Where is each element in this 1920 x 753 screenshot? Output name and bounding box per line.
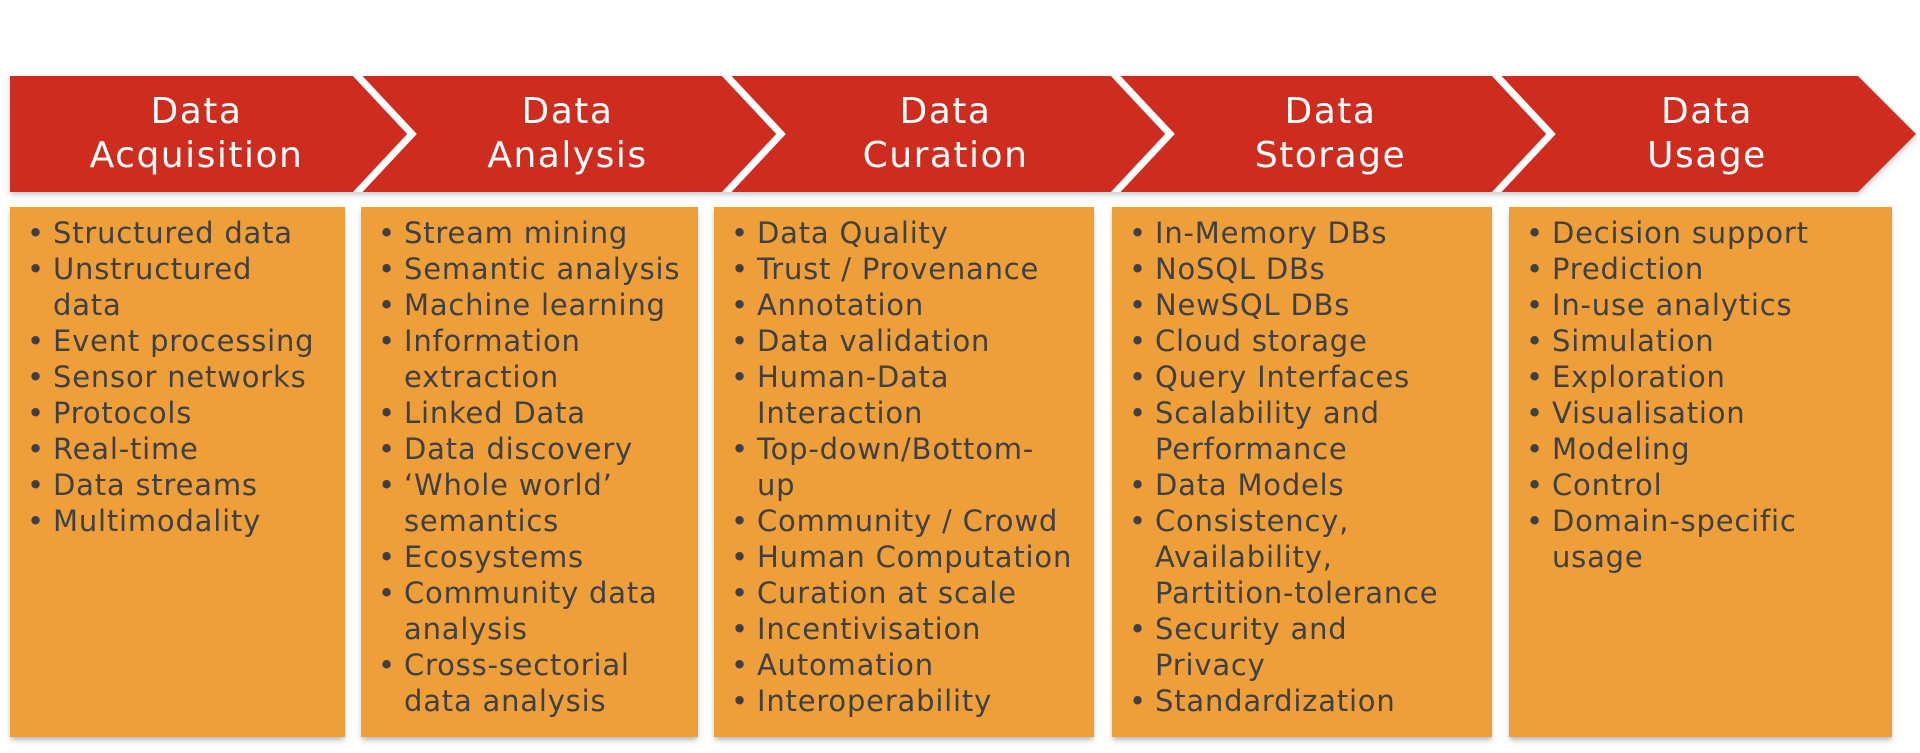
list-item: Security and Privacy <box>1126 611 1484 683</box>
list-item: Control <box>1523 467 1884 503</box>
stage-item-list: Stream miningSemantic analysisMachine le… <box>375 215 690 719</box>
list-item: Incentivisation <box>728 611 1086 647</box>
stage-header-analysis: Data Analysis <box>383 76 752 192</box>
list-item: Cloud storage <box>1126 323 1484 359</box>
list-item: Interoperability <box>728 683 1086 719</box>
list-item: Data validation <box>728 323 1086 359</box>
list-item: Simulation <box>1523 323 1884 359</box>
list-item: Visualisation <box>1523 395 1884 431</box>
stage-header-usage: Data Usage <box>1522 76 1892 192</box>
list-item: Consistency, Availability, Partition-tol… <box>1126 503 1484 611</box>
stage-headers: Data Acquisition Data Analysis Data Curati… <box>0 76 1920 192</box>
list-item: Annotation <box>728 287 1086 323</box>
list-item: Unstructured data <box>24 251 337 323</box>
list-item: Community / Crowd <box>728 503 1086 539</box>
list-item: Data Quality <box>728 215 1086 251</box>
stage-item-list: Data QualityTrust / ProvenanceAnnotation… <box>728 215 1086 719</box>
list-item: Scalability and Performance <box>1126 395 1484 467</box>
list-item: Modeling <box>1523 431 1884 467</box>
stage-box-curation: Data QualityTrust / ProvenanceAnnotation… <box>714 207 1094 737</box>
list-item: NoSQL DBs <box>1126 251 1484 287</box>
stage-item-list: Decision supportPredictionIn-use analyti… <box>1523 215 1884 575</box>
list-item: Multimodality <box>24 503 337 539</box>
list-item: Sensor networks <box>24 359 337 395</box>
arrow-band <box>10 76 1916 192</box>
stage-box-analysis: Stream miningSemantic analysisMachine le… <box>361 207 698 737</box>
list-item: Event processing <box>24 323 337 359</box>
process-arrow-banner <box>10 76 1916 192</box>
list-item: Cross-sectorial data analysis <box>375 647 690 719</box>
stage-columns: Structured dataUnstructured dataEvent pr… <box>0 207 1920 737</box>
chevron-separator-icon <box>1491 76 1556 192</box>
list-item: Trust / Provenance <box>728 251 1086 287</box>
list-item: Semantic analysis <box>375 251 690 287</box>
list-item: Community data analysis <box>375 575 690 647</box>
list-item: In-use analytics <box>1523 287 1884 323</box>
stage-box-usage: Decision supportPredictionIn-use analyti… <box>1509 207 1892 737</box>
stage-box-storage: In-Memory DBsNoSQL DBsNewSQL DBsCloud st… <box>1112 207 1492 737</box>
list-item: Ecosystems <box>375 539 690 575</box>
stage-label: Data Analysis <box>487 91 648 176</box>
list-item: Prediction <box>1523 251 1884 287</box>
list-item: Data discovery <box>375 431 690 467</box>
list-item: Data Models <box>1126 467 1484 503</box>
stage-item-list: In-Memory DBsNoSQL DBsNewSQL DBsCloud st… <box>1126 215 1484 719</box>
list-item: Curation at scale <box>728 575 1086 611</box>
stage-header-curation: Data Curation <box>752 76 1139 192</box>
stage-label: Data Storage <box>1254 91 1407 176</box>
chevron-separator-icon <box>1110 76 1175 192</box>
list-item: Decision support <box>1523 215 1884 251</box>
stage-item-list: Structured dataUnstructured dataEvent pr… <box>24 215 337 539</box>
list-item: Standardization <box>1126 683 1484 719</box>
stage-box-acquisition: Structured dataUnstructured dataEvent pr… <box>10 207 345 737</box>
stage-header-storage: Data Storage <box>1139 76 1522 192</box>
list-item: Linked Data <box>375 395 690 431</box>
chevron-separator-icon <box>721 76 786 192</box>
list-item: Exploration <box>1523 359 1884 395</box>
list-item: Domain-specific usage <box>1523 503 1884 575</box>
list-item: Query Interfaces <box>1126 359 1484 395</box>
list-item: Top-down/Bottom- up <box>728 431 1086 503</box>
stage-header-acquisition: Data Acquisition <box>10 76 383 192</box>
list-item: ‘Whole world’ semantics <box>375 467 690 539</box>
list-item: Machine learning <box>375 287 690 323</box>
list-item: Information extraction <box>375 323 690 395</box>
stage-label: Data Acquisition <box>89 91 304 176</box>
list-item: Stream mining <box>375 215 690 251</box>
list-item: NewSQL DBs <box>1126 287 1484 323</box>
stage-label: Data Usage <box>1647 91 1767 176</box>
list-item: Automation <box>728 647 1086 683</box>
list-item: In-Memory DBs <box>1126 215 1484 251</box>
stage-label: Data Curation <box>862 91 1029 176</box>
list-item: Human Computation <box>728 539 1086 575</box>
list-item: Real-time <box>24 431 337 467</box>
list-item: Human-Data Interaction <box>728 359 1086 431</box>
chevron-separator-icon <box>352 76 417 192</box>
list-item: Protocols <box>24 395 337 431</box>
list-item: Structured data <box>24 215 337 251</box>
list-item: Data streams <box>24 467 337 503</box>
